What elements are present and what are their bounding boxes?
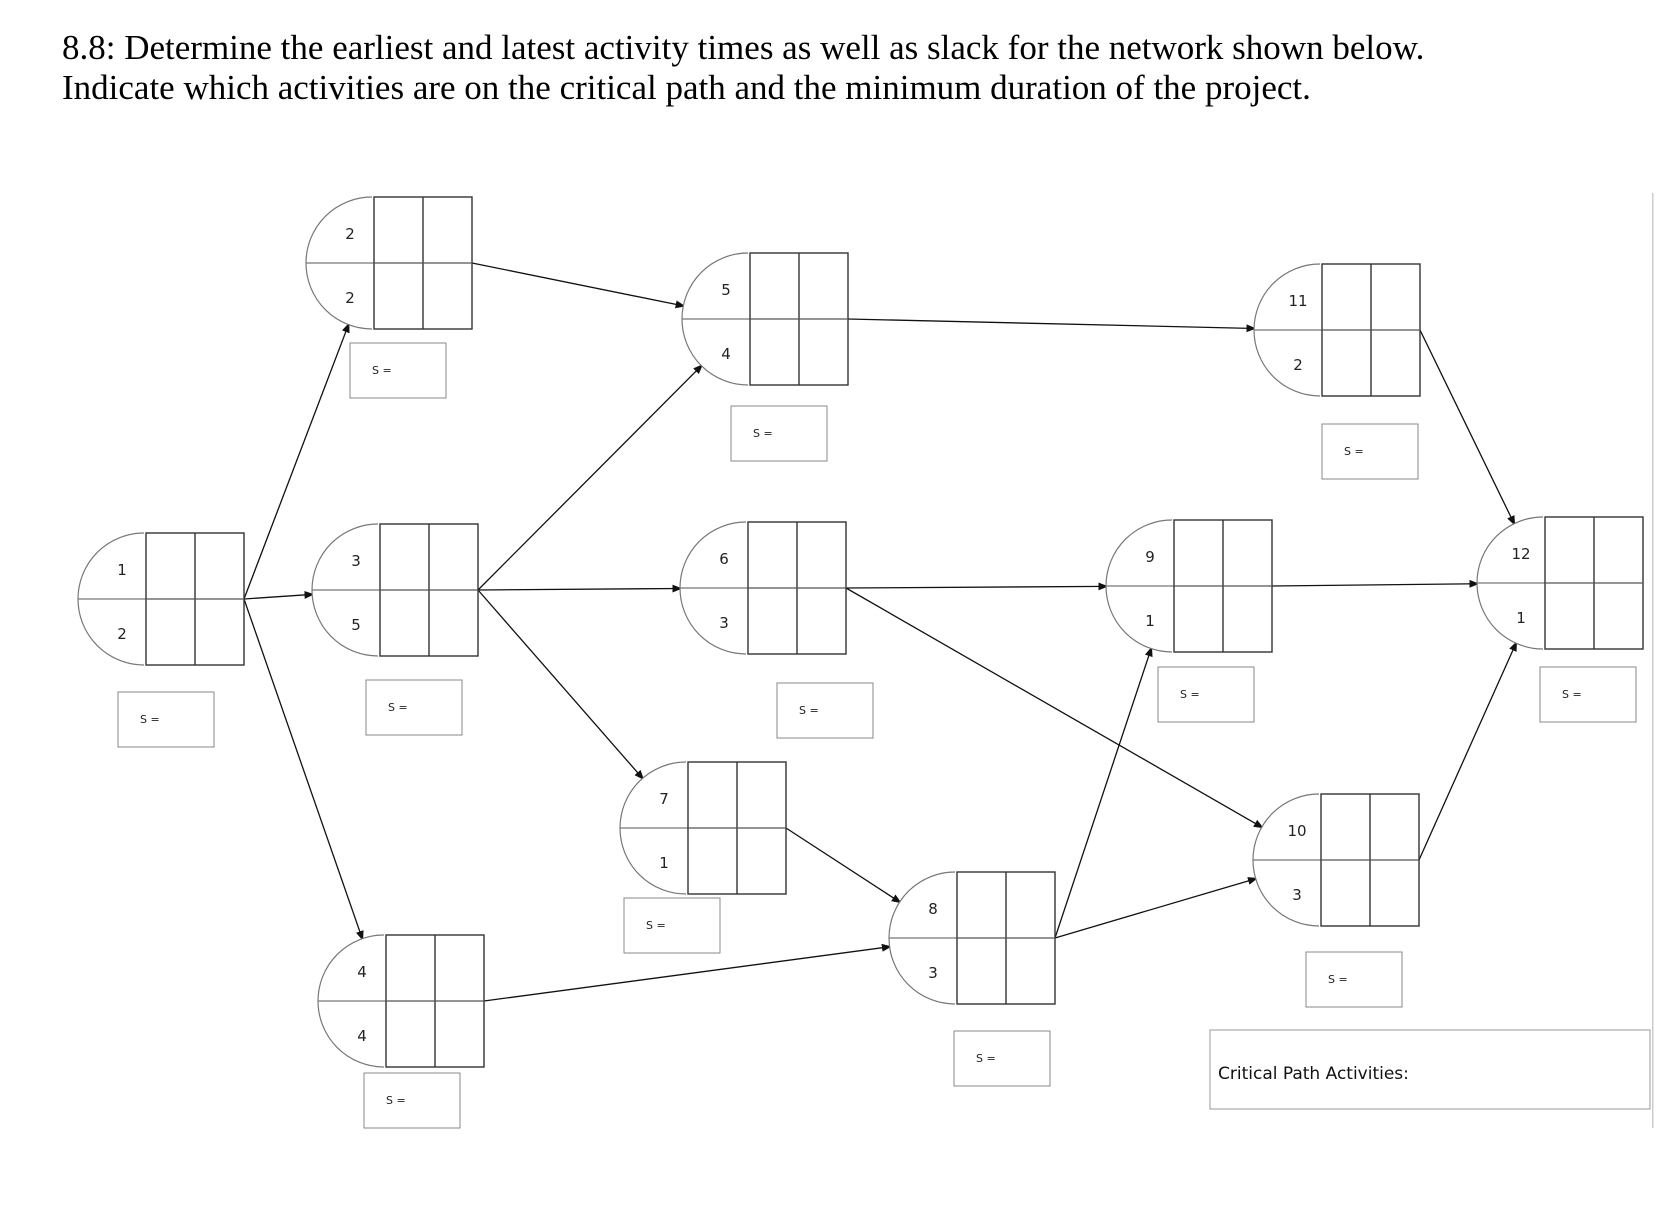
edge-8-10 xyxy=(1054,877,1258,939)
activity-duration: 5 xyxy=(351,616,361,634)
slack-box-frame xyxy=(1157,666,1255,723)
slack-box-4[interactable]: S = xyxy=(363,1072,461,1129)
slack-box-frame xyxy=(730,405,828,462)
activity-number: 11 xyxy=(1288,292,1307,310)
slack-box-9[interactable]: S = xyxy=(1157,666,1255,723)
activity-number: 4 xyxy=(357,963,367,981)
slack-box-frame xyxy=(349,342,447,399)
question-line-1: 8.8: Determine the earliest and latest a… xyxy=(62,28,1425,67)
slack-box-frame xyxy=(623,897,721,954)
edge-1-4 xyxy=(243,598,364,941)
activity-duration: 3 xyxy=(719,614,729,632)
slack-label: S = xyxy=(1328,973,1348,986)
edge-3-5 xyxy=(477,364,704,591)
activity-duration: 2 xyxy=(1293,356,1303,374)
edge-11-12 xyxy=(1419,329,1516,526)
activity-node-12[interactable]: 12 1 xyxy=(1476,516,1644,650)
slack-box-10[interactable]: S = xyxy=(1305,951,1403,1008)
slack-box-frame xyxy=(1321,423,1419,480)
activity-node-2[interactable]: 22 xyxy=(305,196,473,330)
slack-label: S = xyxy=(386,1094,406,1107)
edge-5-11 xyxy=(847,318,1257,333)
critical-path-label: Critical Path Activities: xyxy=(1218,1064,1409,1084)
slack-box-6[interactable]: S = xyxy=(776,682,874,739)
slack-label: S = xyxy=(372,364,392,377)
slack-box-1[interactable]: S = xyxy=(117,691,215,748)
edge-6-10 xyxy=(845,587,1264,829)
question-text: 8.8: Determine the earliest and latest a… xyxy=(62,28,1622,108)
edge-7-8 xyxy=(785,827,902,904)
activity-duration: 2 xyxy=(345,289,355,307)
edge-1-3 xyxy=(243,590,315,600)
slack-box-frame xyxy=(363,1072,461,1129)
slack-label: S = xyxy=(388,701,408,714)
activity-duration: 3 xyxy=(1292,886,1302,904)
slack-box-frame xyxy=(1305,951,1403,1008)
activity-number: 3 xyxy=(351,552,361,570)
edges-layer xyxy=(243,262,1518,1002)
activity-node-5[interactable]: 54 xyxy=(681,252,849,386)
activity-node-4[interactable]: 44 xyxy=(317,934,485,1068)
slack-label: S = xyxy=(646,919,666,932)
nodes-layer: 12S =22S =35S =44S =54S =63S =71S =83S =… xyxy=(77,196,1644,1129)
activity-number: 2 xyxy=(345,225,355,243)
activity-number: 7 xyxy=(659,790,669,808)
slack-box-12[interactable]: S = xyxy=(1539,666,1637,723)
slack-label: S = xyxy=(1344,445,1364,458)
activity-number: 8 xyxy=(928,900,938,918)
right-border xyxy=(1652,193,1654,1128)
activity-duration: 1 xyxy=(1516,609,1526,627)
slack-box-frame xyxy=(776,682,874,739)
activity-node-10[interactable]: 10 3 xyxy=(1252,793,1420,927)
activity-duration: 3 xyxy=(928,964,938,982)
activity-node-8[interactable]: 83 xyxy=(888,871,1056,1005)
slack-label: S = xyxy=(753,427,773,440)
activity-duration: 1 xyxy=(659,854,669,872)
slack-label: S = xyxy=(1180,688,1200,701)
activity-number: 12 xyxy=(1511,545,1530,563)
activity-duration: 4 xyxy=(357,1027,367,1045)
slack-box-3[interactable]: S = xyxy=(365,679,463,736)
activity-number: 5 xyxy=(721,281,731,299)
activity-duration: 2 xyxy=(117,625,127,643)
edge-10-12 xyxy=(1418,641,1518,861)
slack-label: S = xyxy=(1562,688,1582,701)
slack-label: S = xyxy=(140,713,160,726)
activity-node-7[interactable]: 71 xyxy=(619,761,787,895)
edge-3-7 xyxy=(477,589,645,781)
slack-box-8[interactable]: S = xyxy=(953,1030,1051,1087)
slack-box-5[interactable]: S = xyxy=(730,405,828,462)
edge-9-12 xyxy=(1271,579,1480,588)
activity-number: 9 xyxy=(1145,548,1155,566)
activity-number: 6 xyxy=(719,550,729,568)
edge-1-2 xyxy=(243,322,350,600)
edge-6-9 xyxy=(845,582,1109,591)
activity-node-3[interactable]: 35 xyxy=(311,523,479,657)
activity-node-6[interactable]: 63 xyxy=(679,521,847,655)
slack-label: S = xyxy=(799,704,819,717)
slack-box-frame xyxy=(365,679,463,736)
slack-box-2[interactable]: S = xyxy=(349,342,447,399)
activity-number: 1 xyxy=(117,561,127,579)
activity-duration: 1 xyxy=(1145,612,1155,630)
activity-duration: 4 xyxy=(721,345,731,363)
slack-label: S = xyxy=(976,1052,996,1065)
slack-box-11[interactable]: S = xyxy=(1321,423,1419,480)
edge-3-6 xyxy=(477,584,683,593)
activity-node-1[interactable]: 12 xyxy=(77,532,245,666)
question-line-2: Indicate which activities are on the cri… xyxy=(62,68,1311,107)
edge-4-8 xyxy=(483,943,892,1002)
slack-box-frame xyxy=(1539,666,1637,723)
slack-box-7[interactable]: S = xyxy=(623,897,721,954)
edge-8-9 xyxy=(1054,646,1153,939)
activity-node-9[interactable]: 91 xyxy=(1105,519,1273,653)
slack-box-frame xyxy=(117,691,215,748)
critical-path-box[interactable]: Critical Path Activities: xyxy=(1209,1029,1651,1110)
activity-number: 10 xyxy=(1287,822,1306,840)
edge-2-5 xyxy=(471,262,686,309)
slack-box-frame xyxy=(953,1030,1051,1087)
activity-node-11[interactable]: 11 2 xyxy=(1253,263,1421,397)
